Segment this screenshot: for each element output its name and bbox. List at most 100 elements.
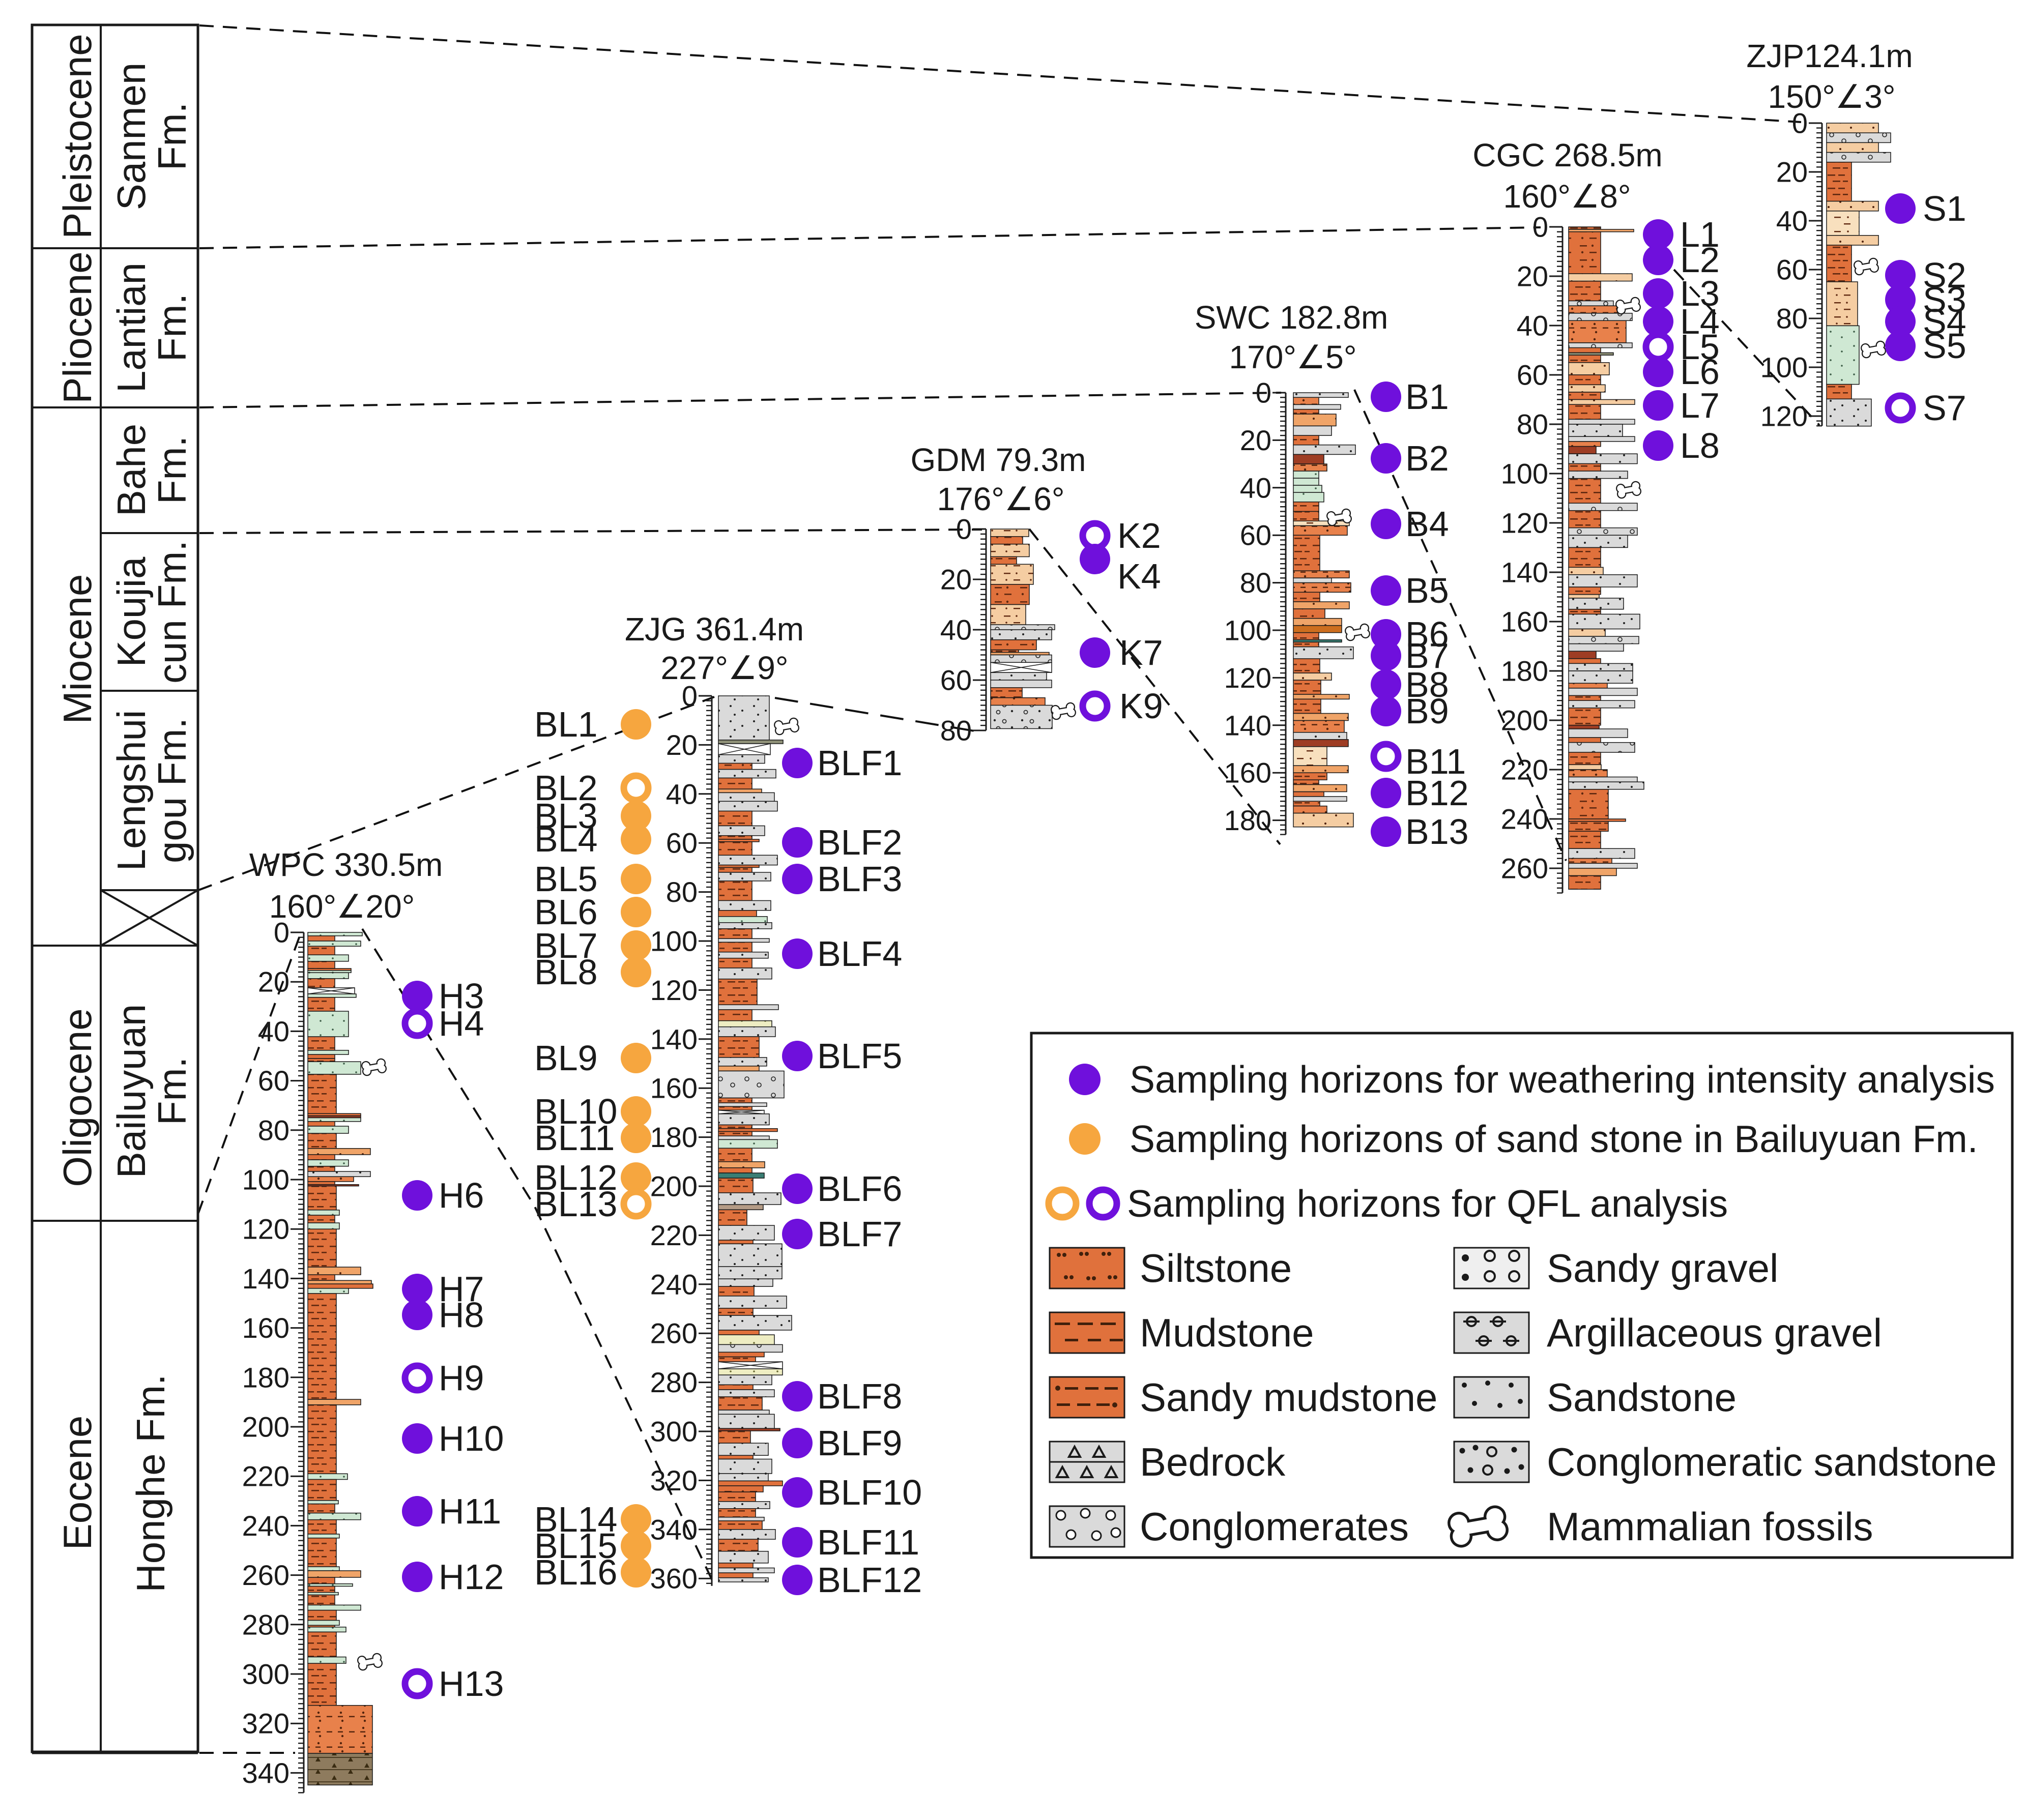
svg-text:Mammalian fossils: Mammalian fossils xyxy=(1547,1504,1873,1549)
svg-text:176°∠6°: 176°∠6° xyxy=(937,481,1065,517)
svg-text:Honghe Fm.: Honghe Fm. xyxy=(128,1374,173,1592)
svg-text:BLF8: BLF8 xyxy=(817,1376,902,1416)
svg-text:20: 20 xyxy=(1776,156,1808,188)
svg-text:Sampling horizons for weatheri: Sampling horizons for weathering intensi… xyxy=(1130,1058,1995,1101)
svg-text:60: 60 xyxy=(1240,519,1271,551)
svg-text:260: 260 xyxy=(242,1559,290,1591)
svg-text:260: 260 xyxy=(1501,853,1548,885)
svg-text:60: 60 xyxy=(258,1065,290,1097)
svg-text:K9: K9 xyxy=(1119,686,1163,726)
svg-text:gou Fm.: gou Fm. xyxy=(150,718,194,863)
svg-text:Fm.: Fm. xyxy=(150,102,194,170)
svg-text:340: 340 xyxy=(650,1513,698,1545)
svg-text:Sandy gravel: Sandy gravel xyxy=(1547,1246,1778,1290)
svg-text:BL2: BL2 xyxy=(534,768,598,808)
svg-text:40: 40 xyxy=(940,614,972,646)
svg-text:40: 40 xyxy=(1776,205,1808,237)
svg-text:Sandy mudstone: Sandy mudstone xyxy=(1140,1375,1437,1420)
svg-text:200: 200 xyxy=(242,1411,290,1443)
svg-text:Argillaceous gravel: Argillaceous gravel xyxy=(1547,1310,1882,1355)
svg-text:BL16: BL16 xyxy=(534,1552,617,1592)
svg-text:BLF1: BLF1 xyxy=(817,743,902,783)
svg-text:200: 200 xyxy=(1501,704,1548,737)
svg-text:B13: B13 xyxy=(1405,812,1469,852)
svg-text:100: 100 xyxy=(1224,614,1271,647)
svg-text:60: 60 xyxy=(1776,254,1808,286)
svg-text:BLF2: BLF2 xyxy=(817,823,902,862)
svg-text:220: 220 xyxy=(242,1460,290,1492)
svg-text:Mudstone: Mudstone xyxy=(1140,1310,1314,1355)
svg-text:H4: H4 xyxy=(439,1004,484,1043)
svg-text:L2: L2 xyxy=(1680,240,1720,280)
svg-text:100: 100 xyxy=(1760,351,1808,384)
svg-text:100: 100 xyxy=(650,925,698,957)
svg-text:Fm.: Fm. xyxy=(150,293,194,362)
svg-text:80: 80 xyxy=(1517,408,1548,441)
svg-text:BL12: BL12 xyxy=(534,1158,617,1197)
svg-text:H7: H7 xyxy=(439,1269,484,1309)
svg-text:BL4: BL4 xyxy=(534,819,598,859)
svg-text:120: 120 xyxy=(1760,400,1808,432)
svg-text:0: 0 xyxy=(682,680,698,712)
svg-text:160°∠20°: 160°∠20° xyxy=(269,888,415,925)
svg-text:H9: H9 xyxy=(439,1358,484,1398)
svg-text:Lengshui: Lengshui xyxy=(109,710,154,871)
svg-text:L5: L5 xyxy=(1680,327,1720,367)
svg-text:L1: L1 xyxy=(1680,215,1720,254)
svg-text:140: 140 xyxy=(242,1263,290,1295)
svg-text:H10: H10 xyxy=(439,1419,504,1458)
svg-text:S2: S2 xyxy=(1923,255,1966,295)
svg-text:B4: B4 xyxy=(1405,504,1449,544)
svg-text:BL15: BL15 xyxy=(534,1526,617,1566)
svg-text:0: 0 xyxy=(1532,211,1548,243)
svg-text:Pliocene: Pliocene xyxy=(55,251,100,403)
svg-text:80: 80 xyxy=(666,876,698,908)
svg-text:140: 140 xyxy=(1501,556,1548,589)
svg-text:40: 40 xyxy=(1240,472,1271,504)
svg-text:BL6: BL6 xyxy=(534,892,598,932)
svg-text:160°∠8°: 160°∠8° xyxy=(1503,178,1631,215)
svg-text:180: 180 xyxy=(1224,804,1271,836)
svg-text:H13: H13 xyxy=(439,1664,504,1704)
svg-text:WPC 330.5m: WPC 330.5m xyxy=(249,846,443,883)
svg-text:H11: H11 xyxy=(439,1491,501,1531)
svg-text:Fm.: Fm. xyxy=(150,436,194,504)
svg-text:170°∠5°: 170°∠5° xyxy=(1229,339,1357,375)
svg-text:Bedrock: Bedrock xyxy=(1140,1440,1286,1484)
svg-text:200: 200 xyxy=(650,1170,698,1202)
svg-text:300: 300 xyxy=(242,1658,290,1690)
svg-text:100: 100 xyxy=(1501,458,1548,490)
svg-text:120: 120 xyxy=(1224,662,1271,694)
svg-text:BL10: BL10 xyxy=(534,1092,617,1131)
svg-text:Sampling horizons for QFL anal: Sampling horizons for QFL analysis xyxy=(1127,1182,1728,1225)
svg-text:160: 160 xyxy=(650,1072,698,1104)
svg-text:CGC 268.5m: CGC 268.5m xyxy=(1472,137,1662,173)
svg-text:H12: H12 xyxy=(439,1557,504,1597)
svg-text:SWC 182.8m: SWC 182.8m xyxy=(1195,299,1388,336)
svg-text:360: 360 xyxy=(650,1563,698,1595)
svg-text:20: 20 xyxy=(940,564,972,596)
svg-text:20: 20 xyxy=(1240,424,1271,456)
svg-text:S7: S7 xyxy=(1923,388,1966,428)
svg-text:BL5: BL5 xyxy=(534,859,598,899)
svg-text:GDM 79.3m: GDM 79.3m xyxy=(911,442,1086,478)
svg-text:Eocene: Eocene xyxy=(55,1416,100,1550)
svg-text:Siltstone: Siltstone xyxy=(1140,1246,1292,1290)
svg-text:S1: S1 xyxy=(1923,189,1966,228)
svg-text:150°∠3°: 150°∠3° xyxy=(1768,78,1896,115)
svg-text:260: 260 xyxy=(650,1317,698,1349)
svg-text:20: 20 xyxy=(1517,260,1548,292)
svg-text:K2: K2 xyxy=(1117,516,1161,555)
svg-text:H6: H6 xyxy=(439,1176,484,1215)
svg-text:40: 40 xyxy=(666,778,698,810)
svg-text:160: 160 xyxy=(1501,606,1548,638)
svg-text:60: 60 xyxy=(1517,359,1548,391)
svg-text:140: 140 xyxy=(1224,709,1271,741)
svg-text:0: 0 xyxy=(274,917,290,949)
svg-text:L3: L3 xyxy=(1680,274,1720,313)
svg-text:BL3: BL3 xyxy=(534,796,598,836)
svg-text:120: 120 xyxy=(650,974,698,1006)
svg-text:227°∠9°: 227°∠9° xyxy=(661,650,789,686)
svg-text:H8: H8 xyxy=(439,1295,484,1335)
svg-text:80: 80 xyxy=(1240,567,1271,599)
